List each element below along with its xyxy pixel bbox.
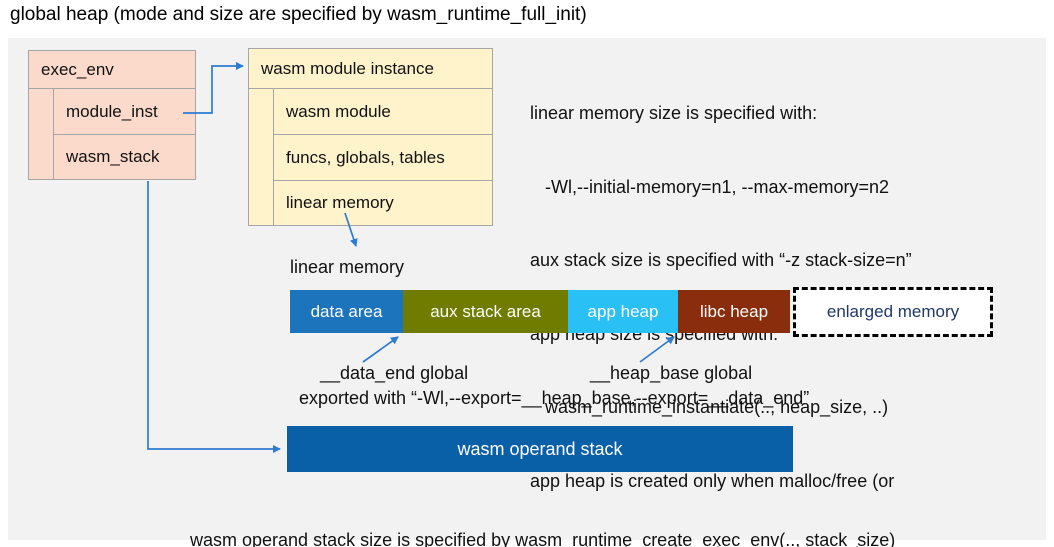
note-line: aux stack size is specified with “-z sta… xyxy=(530,250,912,270)
note-line: -Wl,--initial-memory=n1, --max-memory=n2 xyxy=(530,176,890,197)
segment-app-heap: app heap xyxy=(568,290,678,333)
exec-env-header: exec_env xyxy=(28,50,196,89)
note-line: linear memory size is specified with: xyxy=(530,103,818,123)
module-instance-row-wasm-module: wasm module xyxy=(273,88,493,135)
note-line: wasm operand stack size is specified by … xyxy=(190,530,896,547)
segment-enlarged-memory: enlarged memory xyxy=(793,287,993,337)
diagram-title: global heap (mode and size are specified… xyxy=(10,4,587,25)
module-instance-row-linear-memory: linear memory xyxy=(273,180,493,226)
note-line: __new/__release for as) are not exported xyxy=(530,542,912,547)
segment-libc-heap: libc heap xyxy=(678,290,790,333)
exported-with-label: exported with “-Wl,--export=__heap_base,… xyxy=(299,388,810,408)
heap-base-global-label: __heap_base global xyxy=(590,363,753,383)
notes-operand-stack-size: wasm operand stack size is specified by … xyxy=(190,479,895,547)
note-line: wasm_runtime_instantiate(.., heap_size, … xyxy=(530,397,889,417)
note-line: app heap is created only when malloc/fre… xyxy=(530,470,895,491)
segment-aux-stack-area: aux stack area xyxy=(403,290,568,333)
module-instance-row-funcs-globals-tables: funcs, globals, tables xyxy=(273,134,493,181)
wasm-operand-stack-bar: wasm operand stack xyxy=(287,426,793,472)
module-instance-header: wasm module instance xyxy=(248,48,493,89)
data-end-global-label: __data_end global xyxy=(320,363,469,383)
exec-env-row-module-inst: module_inst xyxy=(53,88,196,135)
linear-memory-label: linear memory xyxy=(290,257,405,277)
exec-env-row-wasm-stack: wasm_stack xyxy=(53,134,196,180)
segment-data-area: data area xyxy=(290,290,403,333)
